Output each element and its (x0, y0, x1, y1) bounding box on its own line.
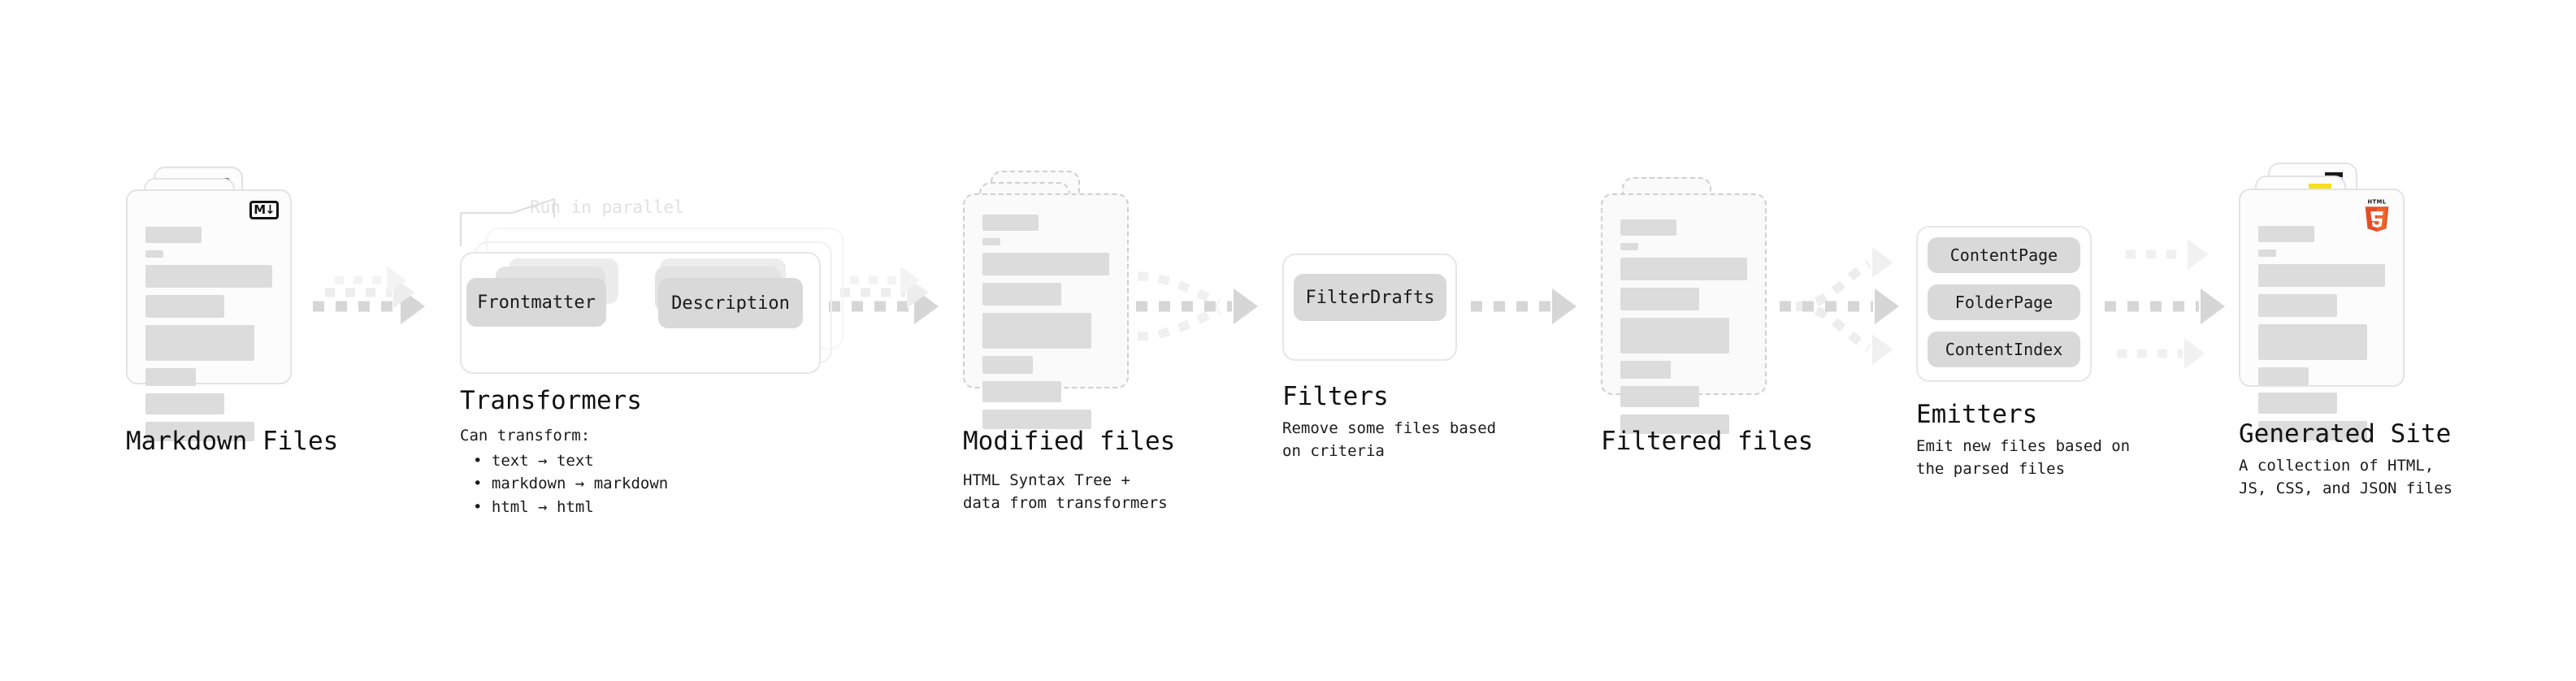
stage-subtitle-generated-site: A collection of HTML, JS, CSS, and JSON … (2239, 457, 2453, 497)
filter-pill-filterdrafts[interactable]: FilterDrafts (1294, 274, 1446, 321)
transformer-pill-description[interactable]: Description (658, 278, 803, 328)
doc-skeleton-lines (1620, 219, 1747, 441)
stage-subtitle-emitters: Emit new files based on the parsed files (1916, 437, 2131, 478)
transformers-bullets: Can transform: • text → text • markdown … (460, 424, 668, 518)
emitter-pill-folderpage[interactable]: FolderPage (1928, 284, 2080, 320)
arrow-filters-to-filtered (1471, 288, 1576, 324)
stage-title-filters: Filters (1282, 382, 1389, 411)
doc-skeleton-lines (982, 215, 1109, 436)
arrow-markdown-to-transformers (313, 266, 425, 324)
stage-title-transformers: Transformers (460, 386, 642, 415)
arrow-transformers-to-modified (829, 266, 939, 324)
doc-skeleton-lines (2258, 226, 2385, 448)
stage-title-filtered-files: Filtered files (1601, 427, 1814, 456)
emitter-pill-contentindex[interactable]: ContentIndex (1928, 332, 2080, 367)
run-in-parallel-label: Run in parallel (530, 197, 684, 217)
transformers-bullet-item: • markdown → markdown (473, 475, 669, 492)
stage-title-emitters: Emitters (1916, 400, 2038, 429)
generated-card-front-html[interactable]: HTML (2239, 189, 2405, 440)
markdown-card-front[interactable]: M↓ (126, 189, 292, 441)
stage-title-generated-site: Generated Site (2239, 419, 2452, 449)
stage-title-markdown-files: Markdown Files (126, 427, 339, 456)
stage-subtitle-modified-files: HTML Syntax Tree + data from transformer… (963, 471, 1168, 512)
modified-card-front[interactable] (963, 193, 1129, 429)
doc-skeleton-lines (145, 227, 272, 449)
transformers-bullet-item: • html → html (473, 497, 594, 516)
emitter-pill-contentpage[interactable]: ContentPage (1928, 237, 2080, 273)
arrow-filtered-to-emitters (1780, 247, 1899, 365)
arrow-modified-to-filters (1136, 271, 1258, 341)
stage-title-modified-files: Modified files (963, 427, 1176, 456)
transformer-pill-frontmatter[interactable]: Frontmatter (466, 278, 606, 327)
filtered-card-front[interactable] (1601, 193, 1767, 434)
arrow-emitters-to-site (2105, 239, 2225, 369)
markdown-icon: M↓ (249, 201, 279, 219)
stage-subtitle-filters: Remove some files based on criteria (1282, 419, 1497, 460)
svg-text:HTML: HTML (2368, 199, 2387, 206)
transformers-bullet-item: • text → text (473, 451, 594, 470)
transformers-bullets-lead: Can transform: (460, 427, 591, 445)
html5-icon: HTML (2365, 199, 2389, 232)
